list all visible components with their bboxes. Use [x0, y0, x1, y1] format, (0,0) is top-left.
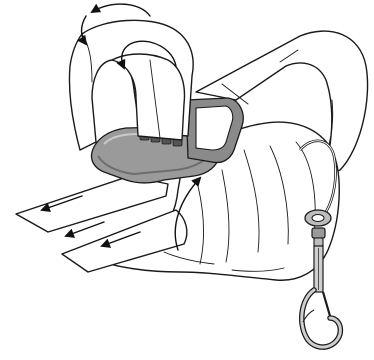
curved-arrow-icon [92, 4, 150, 16]
